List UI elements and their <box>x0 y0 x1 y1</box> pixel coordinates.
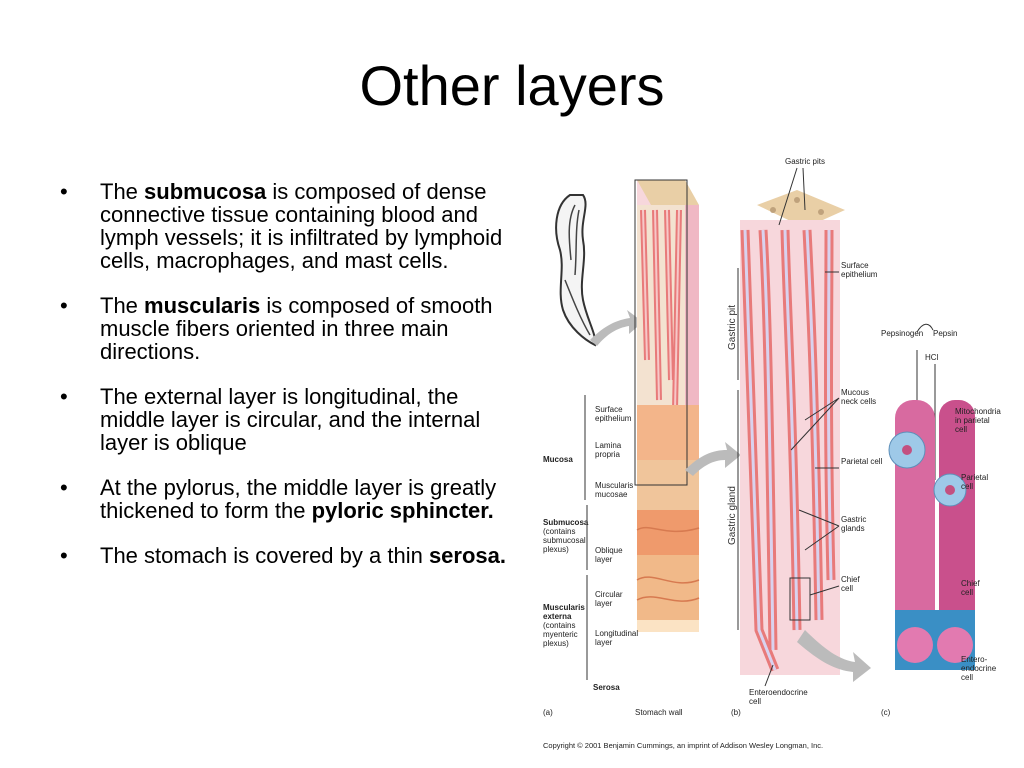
stomach-histology-diagram: Surface epithelium Lamina propria Muscul… <box>543 157 1001 750</box>
svg-text:Gastric pit: Gastric pit <box>727 305 738 350</box>
svg-text:Longitudinal: Longitudinal <box>595 629 638 638</box>
svg-text:Parietal: Parietal <box>961 473 988 482</box>
svg-text:layer: layer <box>595 638 613 647</box>
svg-text:cell: cell <box>749 697 761 706</box>
svg-text:Submucosa: Submucosa <box>543 518 589 527</box>
svg-text:submucosal: submucosal <box>543 536 586 545</box>
svg-text:Stomach wall: Stomach wall <box>635 708 683 717</box>
panel-c-cells: Pepsinogen Pepsin HCl Mitochondria in pa… <box>881 323 1001 717</box>
bullet-item: • The muscularis is composed of smooth mu… <box>58 294 528 363</box>
svg-text:Parietal cell: Parietal cell <box>841 457 883 466</box>
panel-a-block <box>634 179 700 632</box>
bullet-item: • The external layer is longitudinal, the… <box>58 385 528 454</box>
bullet-dot: • <box>60 543 68 568</box>
svg-text:glands: glands <box>841 524 865 533</box>
svg-text:plexus): plexus) <box>543 545 569 554</box>
svg-text:cell: cell <box>961 482 973 491</box>
svg-text:externa: externa <box>543 612 572 621</box>
slide-title: Other layers <box>359 54 665 117</box>
svg-text:Lamina: Lamina <box>595 441 622 450</box>
arrow-c <box>797 630 871 682</box>
svg-text:plexus): plexus) <box>543 639 569 648</box>
svg-text:Enteroendocrine: Enteroendocrine <box>749 688 808 697</box>
bullet-text: At the pylorus, the middle layer is grea… <box>100 475 497 523</box>
svg-text:Surface: Surface <box>595 405 623 414</box>
bullet-text: is composed of smooth muscle fibers orie… <box>100 293 493 364</box>
bullet-bold-term: pyloric sphincter. <box>311 498 494 523</box>
svg-text:propria: propria <box>595 450 620 459</box>
svg-text:Muscularis: Muscularis <box>595 481 633 490</box>
svg-text:in parietal: in parietal <box>955 416 990 425</box>
svg-text:Surface: Surface <box>841 261 869 270</box>
bullet-bold-term: serosa. <box>428 543 506 568</box>
svg-text:mucosae: mucosae <box>595 490 628 499</box>
svg-text:(c): (c) <box>881 708 891 717</box>
svg-text:endocrine: endocrine <box>961 664 997 673</box>
stomach-wall-figure: Surface epithelium Lamina propria Muscul… <box>535 150 1005 760</box>
svg-text:Mucosa: Mucosa <box>543 455 573 464</box>
bullet-list: • The submucosa is composed of dense conn… <box>58 180 528 589</box>
svg-text:Oblique: Oblique <box>595 546 623 555</box>
bullet-bold-term: submucosa <box>144 179 267 204</box>
svg-text:cell: cell <box>841 584 853 593</box>
bullet-text: The stomach is covered by a thin <box>100 543 429 568</box>
svg-text:(a): (a) <box>543 708 553 717</box>
svg-text:Mucous: Mucous <box>841 388 869 397</box>
bullet-item: • The submucosa is composed of dense conn… <box>58 180 528 272</box>
bullet-item: • At the pylorus, the middle layer is gre… <box>58 476 528 522</box>
svg-text:(b): (b) <box>731 708 741 717</box>
panel-a-labels: Surface epithelium Lamina propria Muscul… <box>543 395 683 717</box>
arrow-b <box>685 442 741 476</box>
svg-text:Chief: Chief <box>961 579 980 588</box>
figure-copyright: Copyright © 2001 Benjamin Cummings, an i… <box>543 741 823 750</box>
arrow-a <box>590 310 643 346</box>
panel-b-gland: Gastric pit Gastric gland Gastric pits S… <box>727 157 883 717</box>
svg-text:cell: cell <box>961 588 973 597</box>
svg-text:Gastric: Gastric <box>841 515 866 524</box>
svg-text:Chief: Chief <box>841 575 860 584</box>
svg-text:HCl: HCl <box>925 353 939 362</box>
svg-text:Mitochondria: Mitochondria <box>955 407 1001 416</box>
bullet-dot: • <box>60 293 68 318</box>
svg-text:(contains: (contains <box>543 527 575 536</box>
svg-text:cell: cell <box>961 673 973 682</box>
svg-text:Entero-: Entero- <box>961 655 988 664</box>
svg-text:myenteric: myenteric <box>543 630 578 639</box>
svg-text:Gastric pits: Gastric pits <box>785 157 825 166</box>
bullet-bold-term: muscularis <box>144 293 261 318</box>
svg-text:epithelium: epithelium <box>595 414 632 423</box>
svg-text:epithelium: epithelium <box>841 270 878 279</box>
bullet-text: The <box>100 179 145 204</box>
svg-text:Gastric gland: Gastric gland <box>727 486 738 545</box>
bullet-dot: • <box>60 384 68 409</box>
svg-text:Serosa: Serosa <box>593 683 620 692</box>
svg-text:layer: layer <box>595 555 613 564</box>
svg-text:Pepsinogen: Pepsinogen <box>881 329 923 338</box>
bullet-item: • The stomach is covered by a thin serosa… <box>58 544 528 567</box>
svg-text:neck cells: neck cells <box>841 397 876 406</box>
svg-text:Muscularis: Muscularis <box>543 603 585 612</box>
bullet-text: The external layer is longitudinal, the … <box>100 384 481 455</box>
bullet-text: is composed of dense connective tissue c… <box>100 179 503 273</box>
bullet-dot: • <box>60 179 68 204</box>
svg-text:(contains: (contains <box>543 621 575 630</box>
svg-text:layer: layer <box>595 599 613 608</box>
svg-text:cell: cell <box>955 425 967 434</box>
bullet-dot: • <box>60 475 68 500</box>
bullet-text: The <box>100 293 145 318</box>
stomach-illustration <box>555 194 597 347</box>
svg-text:Circular: Circular <box>595 590 623 599</box>
svg-text:Pepsin: Pepsin <box>933 329 957 338</box>
